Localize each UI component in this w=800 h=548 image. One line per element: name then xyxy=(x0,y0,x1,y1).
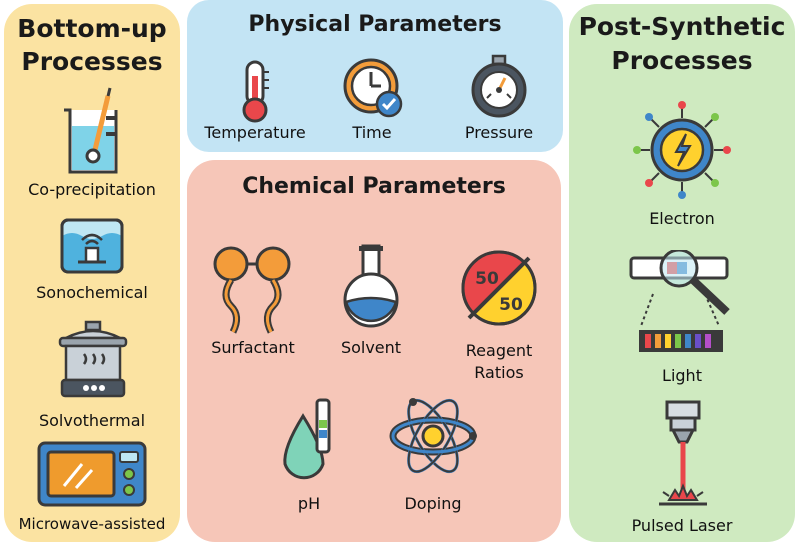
post-synthetic-panel: Post-Synthetic Processes Electron xyxy=(569,4,795,542)
flask-icon xyxy=(341,244,401,330)
co-precipitation-label: Co-precipitation xyxy=(28,180,156,199)
solvothermal-label: Solvothermal xyxy=(38,411,146,430)
clock-icon xyxy=(341,56,407,122)
surfactant-icon xyxy=(211,244,293,336)
time-label: Time xyxy=(352,123,392,142)
ratio-bottom-text: 50 xyxy=(499,295,523,315)
physical-parameters-title: Physical Parameters xyxy=(248,12,502,37)
beaker-stir-icon xyxy=(56,86,126,178)
chemical-parameters-title: Chemical Parameters xyxy=(242,174,506,199)
pressure-cooker-icon xyxy=(56,320,130,400)
spectrum-icon xyxy=(627,250,739,356)
pressure-gauge-icon xyxy=(469,54,529,120)
reagent-ratios-label: Reagent Ratios xyxy=(465,341,533,382)
thermometer-icon xyxy=(235,58,275,124)
atom-icon xyxy=(387,392,479,480)
surfactant-label: Surfactant xyxy=(211,338,295,357)
ph-label: pH xyxy=(297,494,321,513)
laser-icon xyxy=(653,400,713,512)
pressure-label: Pressure xyxy=(464,123,534,142)
solvent-label: Solvent xyxy=(340,338,402,357)
ratio-icon: 50 50 xyxy=(459,248,539,328)
microwave-assisted-label: Microwave-assisted xyxy=(18,515,166,533)
sonochemical-label: Sonochemical xyxy=(36,283,148,302)
physical-parameters-panel: Physical Parameters Temperature Time xyxy=(187,0,563,152)
temperature-label: Temperature xyxy=(204,123,306,142)
light-label: Light xyxy=(662,366,702,385)
electron-label: Electron xyxy=(649,209,715,228)
ratio-top-text: 50 xyxy=(475,269,499,289)
ph-drop-icon xyxy=(279,396,339,488)
pulsed-laser-label: Pulsed Laser xyxy=(631,516,733,535)
bottom-up-panel: Bottom-up Processes Co-precipitation xyxy=(4,4,180,542)
doping-label: Doping xyxy=(404,494,462,513)
bottom-up-title: Bottom-up Processes xyxy=(17,14,167,76)
electron-icon xyxy=(632,100,732,200)
post-synthetic-title: Post-Synthetic Processes xyxy=(578,12,786,75)
microwave-icon xyxy=(36,440,148,508)
chemical-parameters-panel: Chemical Parameters Surfactant Solvent 5… xyxy=(187,160,561,542)
ultrasonic-bath-icon xyxy=(58,214,126,276)
